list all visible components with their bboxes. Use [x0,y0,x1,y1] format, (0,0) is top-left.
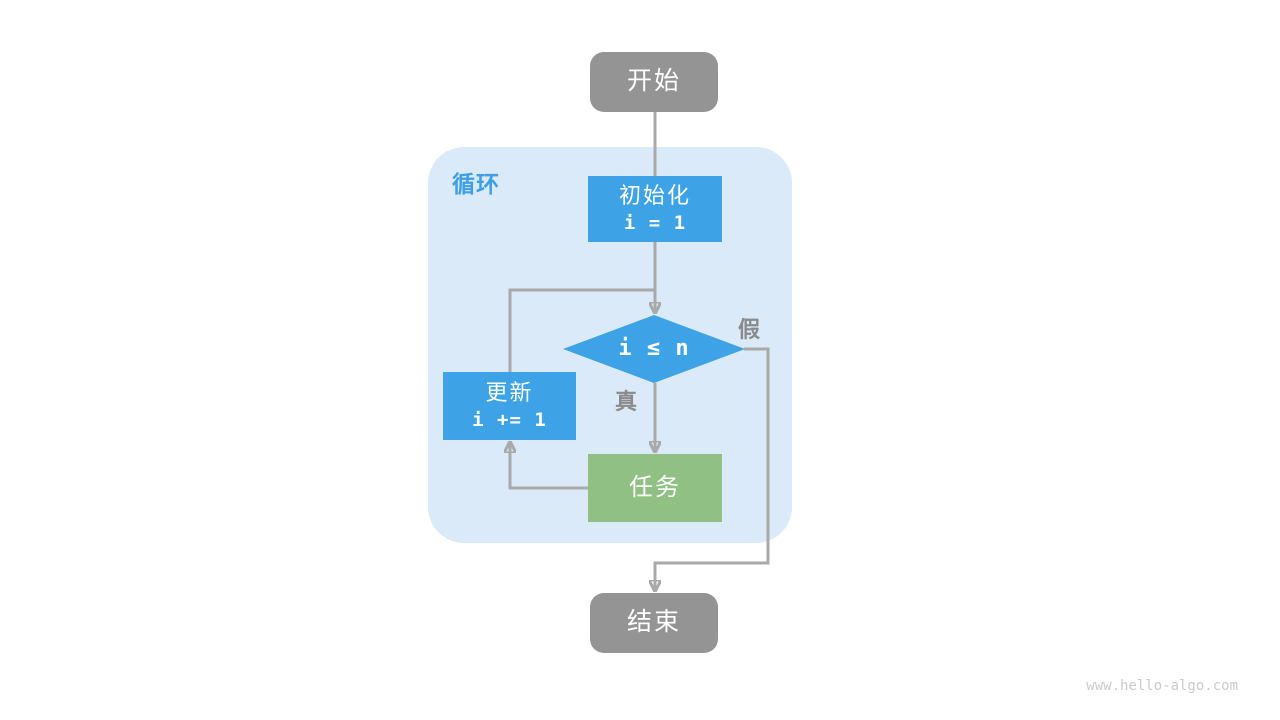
edge-label-false: 假 [738,317,762,342]
edge-condition-false-to-end [655,347,770,590]
node-task: 任务 [588,454,722,522]
edge-update-loopback [508,288,656,372]
node-start-label: 开始 [626,67,681,96]
node-task-label: 任务 [629,474,681,501]
node-initialize-title: 初始化 [618,182,691,208]
loop-container-label: 循环 [452,171,500,197]
watermark: www.hello-algo.com [1086,678,1238,694]
node-initialize: 初始化 i = 1 [588,176,722,242]
node-update-title: 更新 [485,379,534,405]
node-end: 结束 [590,593,718,653]
node-start: 开始 [590,52,718,112]
edge-label-true: 真 [615,389,639,414]
node-condition-label: i ≤ n [618,336,690,362]
node-update: 更新 i += 1 [443,372,576,440]
edge-task-to-update [510,443,588,490]
node-update-code: i += 1 [472,409,547,432]
node-initialize-code: i = 1 [623,212,687,235]
node-end-label: 结束 [626,608,681,637]
